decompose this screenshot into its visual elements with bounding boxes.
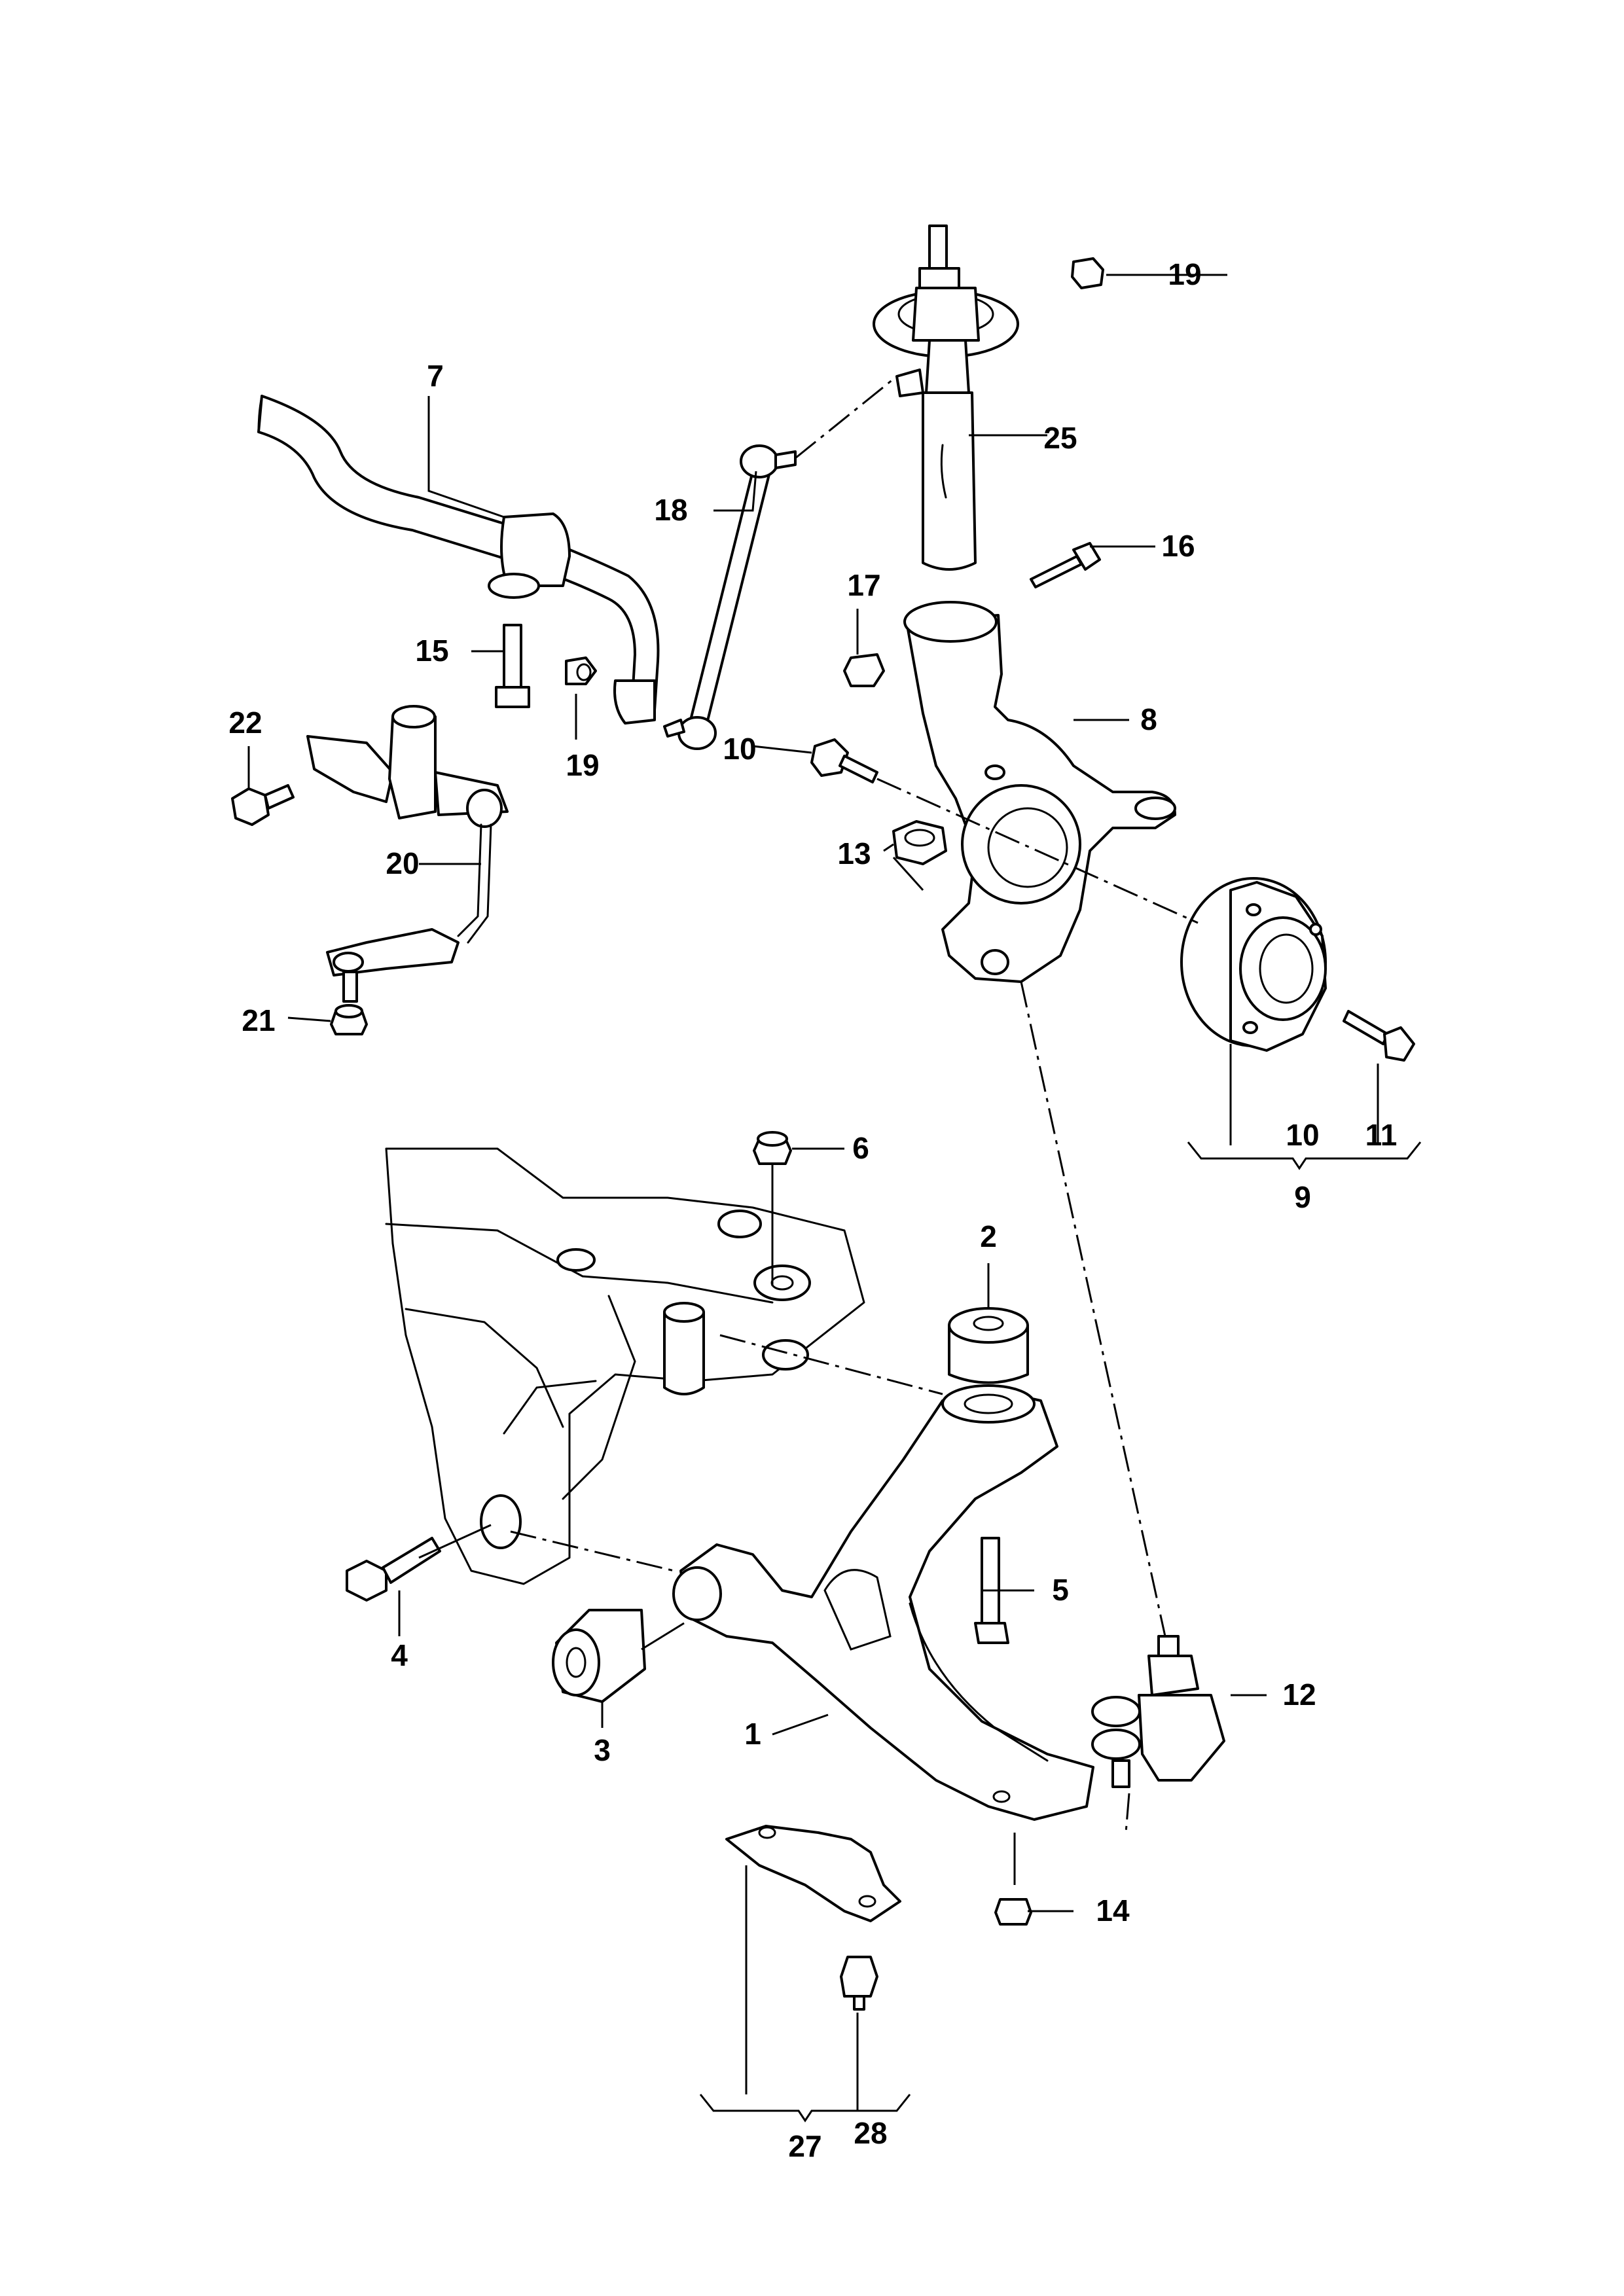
callout-13: 13	[837, 836, 871, 870]
callout-3: 3	[594, 1733, 611, 1767]
callout-7: 7	[427, 359, 444, 393]
stabilizer-bar	[257, 395, 660, 725]
nut-21	[330, 1004, 368, 1035]
level-sensor-20	[306, 705, 509, 1003]
callout-6: 6	[852, 1131, 869, 1165]
nut-14	[994, 1898, 1032, 1926]
callout-8: 8	[1140, 702, 1157, 736]
callout-15: 15	[415, 634, 448, 668]
nut-19-left	[565, 656, 597, 685]
callout-19-top: 19	[1168, 257, 1201, 291]
bolt-22	[231, 784, 295, 826]
callout-16: 16	[1161, 529, 1195, 563]
callout-19-left: 19	[566, 748, 599, 782]
stabilizer-link-18	[663, 444, 797, 750]
clip-28	[840, 1956, 878, 2011]
guard-plate-27	[725, 1825, 901, 1922]
callout-1: 1	[744, 1717, 761, 1751]
callout-4: 4	[391, 1638, 408, 1672]
callout-20: 20	[386, 846, 419, 880]
callout-12: 12	[1282, 1677, 1316, 1712]
callout-22: 22	[228, 706, 262, 740]
leader-lines	[247, 274, 1379, 2111]
control-arm-1	[672, 1384, 1094, 1821]
nut-6	[753, 1131, 792, 1165]
bushing-3	[552, 1609, 646, 1703]
callout-10-right: 10	[1286, 1118, 1319, 1152]
strut-25	[873, 224, 1019, 571]
callout-labels: 1 2 3 4 5 6 7 8 9 10 10 11 12 13 14 15 1…	[228, 257, 1397, 2163]
ball-joint-12	[1091, 1635, 1225, 1788]
steering-knuckle-8	[903, 601, 1176, 983]
callout-14: 14	[1096, 1893, 1130, 1928]
callout-5: 5	[1052, 1573, 1069, 1607]
callout-28: 28	[854, 2116, 887, 2150]
callout-27: 27	[788, 2129, 821, 2163]
callout-17: 17	[847, 568, 880, 602]
group-braces	[699, 1141, 1422, 2123]
callout-21: 21	[242, 1003, 275, 1037]
bolt-15	[495, 624, 530, 708]
callout-11: 11	[1365, 1118, 1398, 1152]
callout-18: 18	[654, 493, 687, 527]
bolt-16	[1030, 542, 1101, 588]
nut-19-top	[1071, 257, 1104, 289]
bolt-4	[346, 1537, 441, 1602]
bolt-10-left	[810, 738, 878, 783]
nut-17	[843, 653, 885, 687]
callout-2: 2	[980, 1219, 997, 1253]
assembly-lines	[510, 375, 1199, 1833]
callout-25: 25	[1043, 421, 1077, 455]
bushing-2	[948, 1307, 1029, 1384]
subframe	[385, 1147, 865, 1585]
callout-10-left: 10	[723, 732, 756, 766]
wheel-hub-9	[1180, 877, 1327, 1052]
bolt-5	[974, 1537, 1009, 1644]
nut-13	[892, 820, 947, 865]
bolt-11	[1343, 1010, 1415, 1062]
callout-9: 9	[1294, 1180, 1311, 1214]
